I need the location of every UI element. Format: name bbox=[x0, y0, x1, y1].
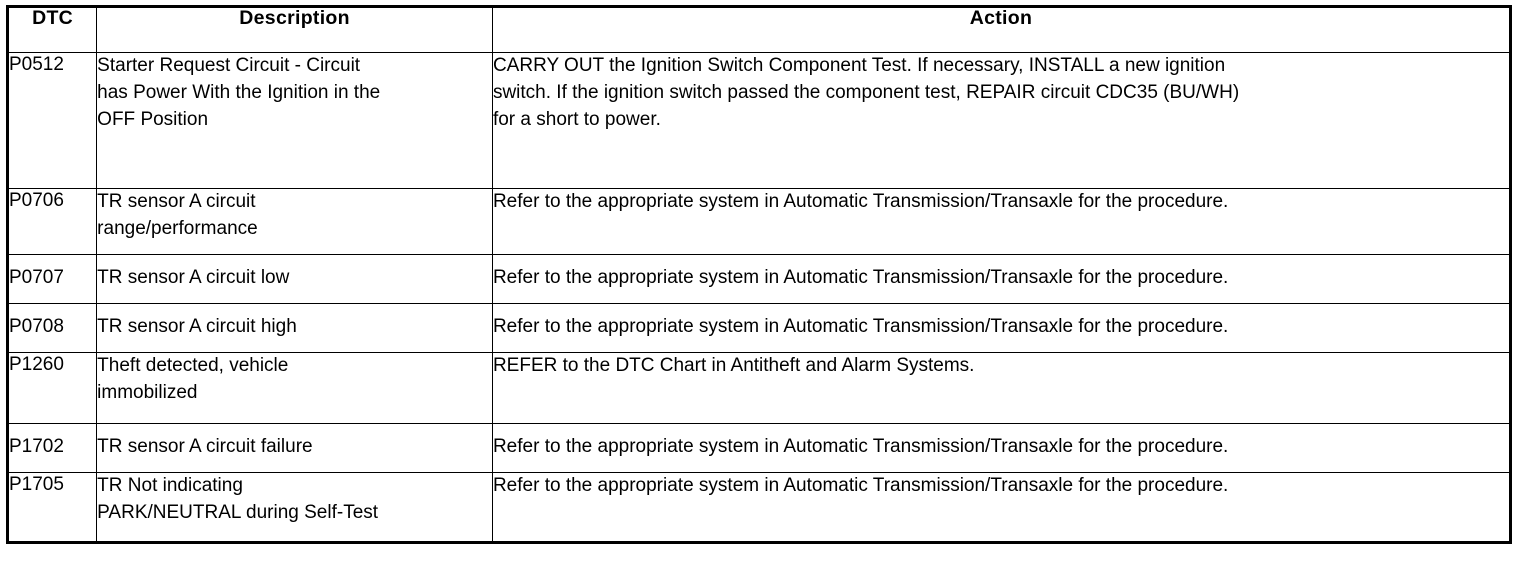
description-line: TR Not indicating bbox=[97, 475, 243, 496]
action-line: Refer to the appropriate system in Autom… bbox=[492, 435, 1229, 457]
description-line: TR sensor A circuit bbox=[97, 191, 256, 212]
column-header-dtc-label: DTC bbox=[32, 7, 74, 29]
column-header-action: Action bbox=[491, 6, 1512, 53]
action-line: switch. If the ignition switch passed th… bbox=[492, 81, 1240, 103]
action-line: Refer to the appropriate system in Autom… bbox=[492, 266, 1229, 288]
description-line: TR sensor A circuit failure bbox=[97, 435, 313, 457]
cell-action: Refer to the appropriate system in Autom… bbox=[491, 472, 1512, 543]
cell-description: TR sensor A circuit range/performance bbox=[96, 188, 493, 255]
cell-action: Refer to the appropriate system in Autom… bbox=[491, 303, 1512, 353]
description-line: TR sensor A circuit high bbox=[97, 315, 297, 337]
description-line: range/performance bbox=[97, 217, 258, 239]
table-row: P1260 Theft detected, vehicle immobilize… bbox=[6, 352, 1512, 424]
cell-dtc: P0512 bbox=[6, 52, 98, 189]
table-row: P0512 Starter Request Circuit - Circuit … bbox=[6, 52, 1512, 189]
cell-dtc: P1260 bbox=[6, 352, 98, 424]
cell-description: Theft detected, vehicle immobilized bbox=[96, 352, 493, 424]
table-body: P0512 Starter Request Circuit - Circuit … bbox=[6, 52, 1512, 543]
column-header-description: Description bbox=[96, 6, 493, 53]
action-line: Refer to the appropriate system in Autom… bbox=[492, 315, 1229, 337]
cell-dtc: P0706 bbox=[6, 188, 98, 255]
table-row: P1705 TR Not indicating PARK/NEUTRAL dur… bbox=[6, 472, 1512, 543]
cell-description: TR sensor A circuit high bbox=[96, 303, 493, 353]
table-row: P0708 TR sensor A circuit high Refer to … bbox=[6, 303, 1512, 353]
column-header-dtc: DTC bbox=[6, 6, 98, 53]
cell-description: TR sensor A circuit failure bbox=[96, 423, 493, 473]
cell-action: Refer to the appropriate system in Autom… bbox=[491, 423, 1512, 473]
table-header-row: DTC Description Action bbox=[6, 6, 1512, 53]
cell-description: TR Not indicating PARK/NEUTRAL during Se… bbox=[96, 472, 493, 543]
cell-description: Starter Request Circuit - Circuit has Po… bbox=[96, 52, 493, 189]
description-line: TR sensor A circuit low bbox=[97, 266, 290, 288]
cell-action: Refer to the appropriate system in Autom… bbox=[491, 188, 1512, 255]
cell-dtc: P0707 bbox=[6, 254, 98, 304]
description-line: Starter Request Circuit - Circuit bbox=[97, 55, 361, 76]
table-row: P1702 TR sensor A circuit failure Refer … bbox=[6, 423, 1512, 473]
table-row: P0707 TR sensor A circuit low Refer to t… bbox=[6, 254, 1512, 304]
description-line: immobilized bbox=[97, 381, 198, 403]
action-line: CARRY OUT the Ignition Switch Component … bbox=[492, 55, 1226, 76]
cell-dtc: P1705 bbox=[6, 472, 98, 543]
column-header-action-label: Action bbox=[969, 7, 1033, 29]
description-line: has Power With the Ignition in the bbox=[97, 81, 381, 103]
cell-dtc: P1702 bbox=[6, 423, 98, 473]
description-line: PARK/NEUTRAL during Self-Test bbox=[97, 501, 379, 523]
cell-description: TR sensor A circuit low bbox=[96, 254, 493, 304]
table-row: P0706 TR sensor A circuit range/performa… bbox=[6, 188, 1512, 255]
cell-action: REFER to the DTC Chart in Antitheft and … bbox=[491, 352, 1512, 424]
table-header: DTC Description Action bbox=[6, 6, 1512, 53]
description-line: OFF Position bbox=[97, 108, 209, 130]
dtc-chart-table: DTC Description Action P0512 Starter Req… bbox=[6, 5, 1512, 544]
action-line: REFER to the DTC Chart in Antitheft and … bbox=[492, 355, 975, 376]
description-line: Theft detected, vehicle bbox=[97, 355, 289, 376]
cell-action: CARRY OUT the Ignition Switch Component … bbox=[491, 52, 1512, 189]
cell-dtc: P0708 bbox=[6, 303, 98, 353]
action-line: Refer to the appropriate system in Autom… bbox=[492, 191, 1229, 212]
action-line: Refer to the appropriate system in Autom… bbox=[492, 475, 1229, 496]
cell-action: Refer to the appropriate system in Autom… bbox=[491, 254, 1512, 304]
column-header-description-label: Description bbox=[239, 7, 350, 29]
action-line: for a short to power. bbox=[492, 108, 661, 130]
